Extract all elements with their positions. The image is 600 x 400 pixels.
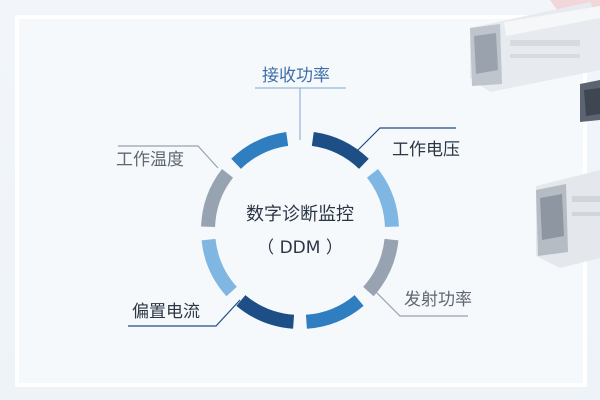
center-title: 数字诊断监控	[246, 204, 354, 225]
leader-lines	[118, 87, 468, 327]
item-label-receive-power: 接收功率	[262, 66, 330, 86]
transceiver-module-middle	[580, 80, 600, 122]
ring-segment-2	[366, 169, 399, 228]
item-label-supply-voltage: 工作电压	[392, 140, 460, 160]
transceiver-module-upper	[470, 2, 600, 92]
transceiver-module-image	[470, 0, 600, 268]
ring-segment-7	[201, 169, 234, 228]
leader-line-right-bottom	[371, 287, 468, 317]
ring-segment-4	[305, 294, 364, 329]
ring-segment-1	[311, 131, 369, 170]
ring-segment-3	[363, 238, 399, 297]
item-label-temperature: 工作温度	[116, 150, 184, 170]
item-label-transmit-power: 发射功率	[404, 290, 472, 310]
transceiver-module-lower	[536, 170, 600, 268]
leader-line-left-top	[118, 145, 219, 169]
ring-segment-8	[231, 131, 289, 170]
item-label-bias-current: 偏置电流	[132, 302, 200, 322]
ring-segments	[201, 131, 399, 329]
leader-line-left-bottom	[128, 299, 241, 327]
center-subtitle: （ DDM ）	[257, 238, 343, 258]
ring-segment-6	[201, 238, 237, 297]
ring-segment-5	[236, 294, 295, 329]
leader-line-right-top	[355, 127, 456, 153]
